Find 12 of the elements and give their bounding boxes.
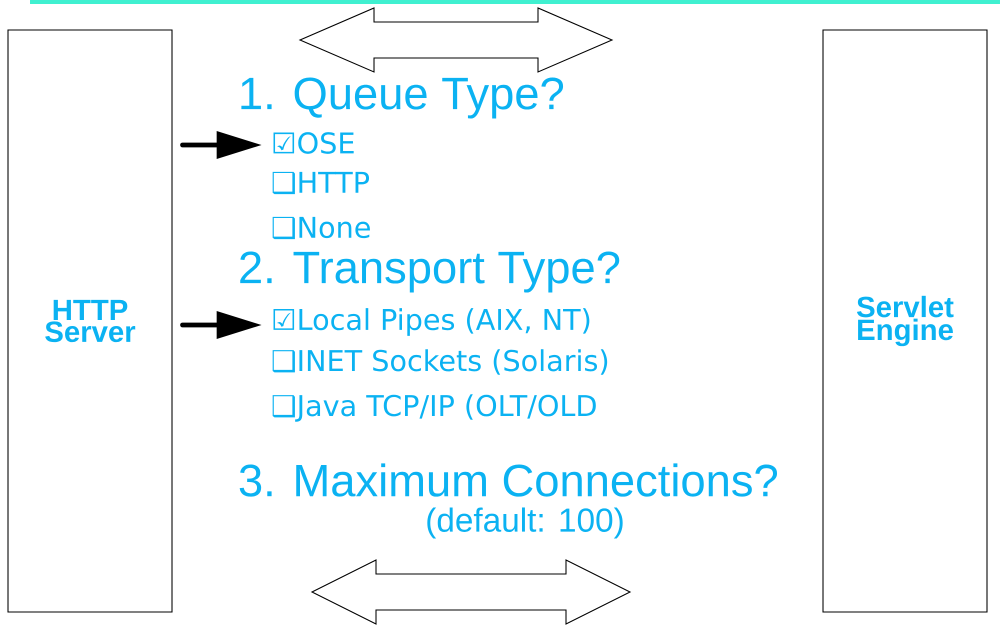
checkbox-option: ❑INET Sockets (Solaris): [272, 349, 608, 375]
checkbox-option: ❑HTTP: [272, 172, 370, 194]
checkbox-option: ☑OSE: [274, 132, 354, 154]
checkbox-option: ❑None: [272, 216, 370, 240]
component-box: Servlet Engine: [822, 29, 988, 613]
checkbox-option: ❑Java TCP/IP (OLT/OLD: [272, 394, 596, 422]
question-heading: 1. Queue Type?: [241, 77, 564, 119]
question-heading: 2. Transport Type?: [240, 251, 620, 293]
note-text: (default: 100): [427, 507, 623, 539]
question-heading: 3. Maximum Connections?: [240, 463, 778, 497]
checkbox-option: ☑Local Pipes (AIX, NT): [274, 308, 590, 336]
component-box: HTTP Server: [7, 29, 173, 613]
